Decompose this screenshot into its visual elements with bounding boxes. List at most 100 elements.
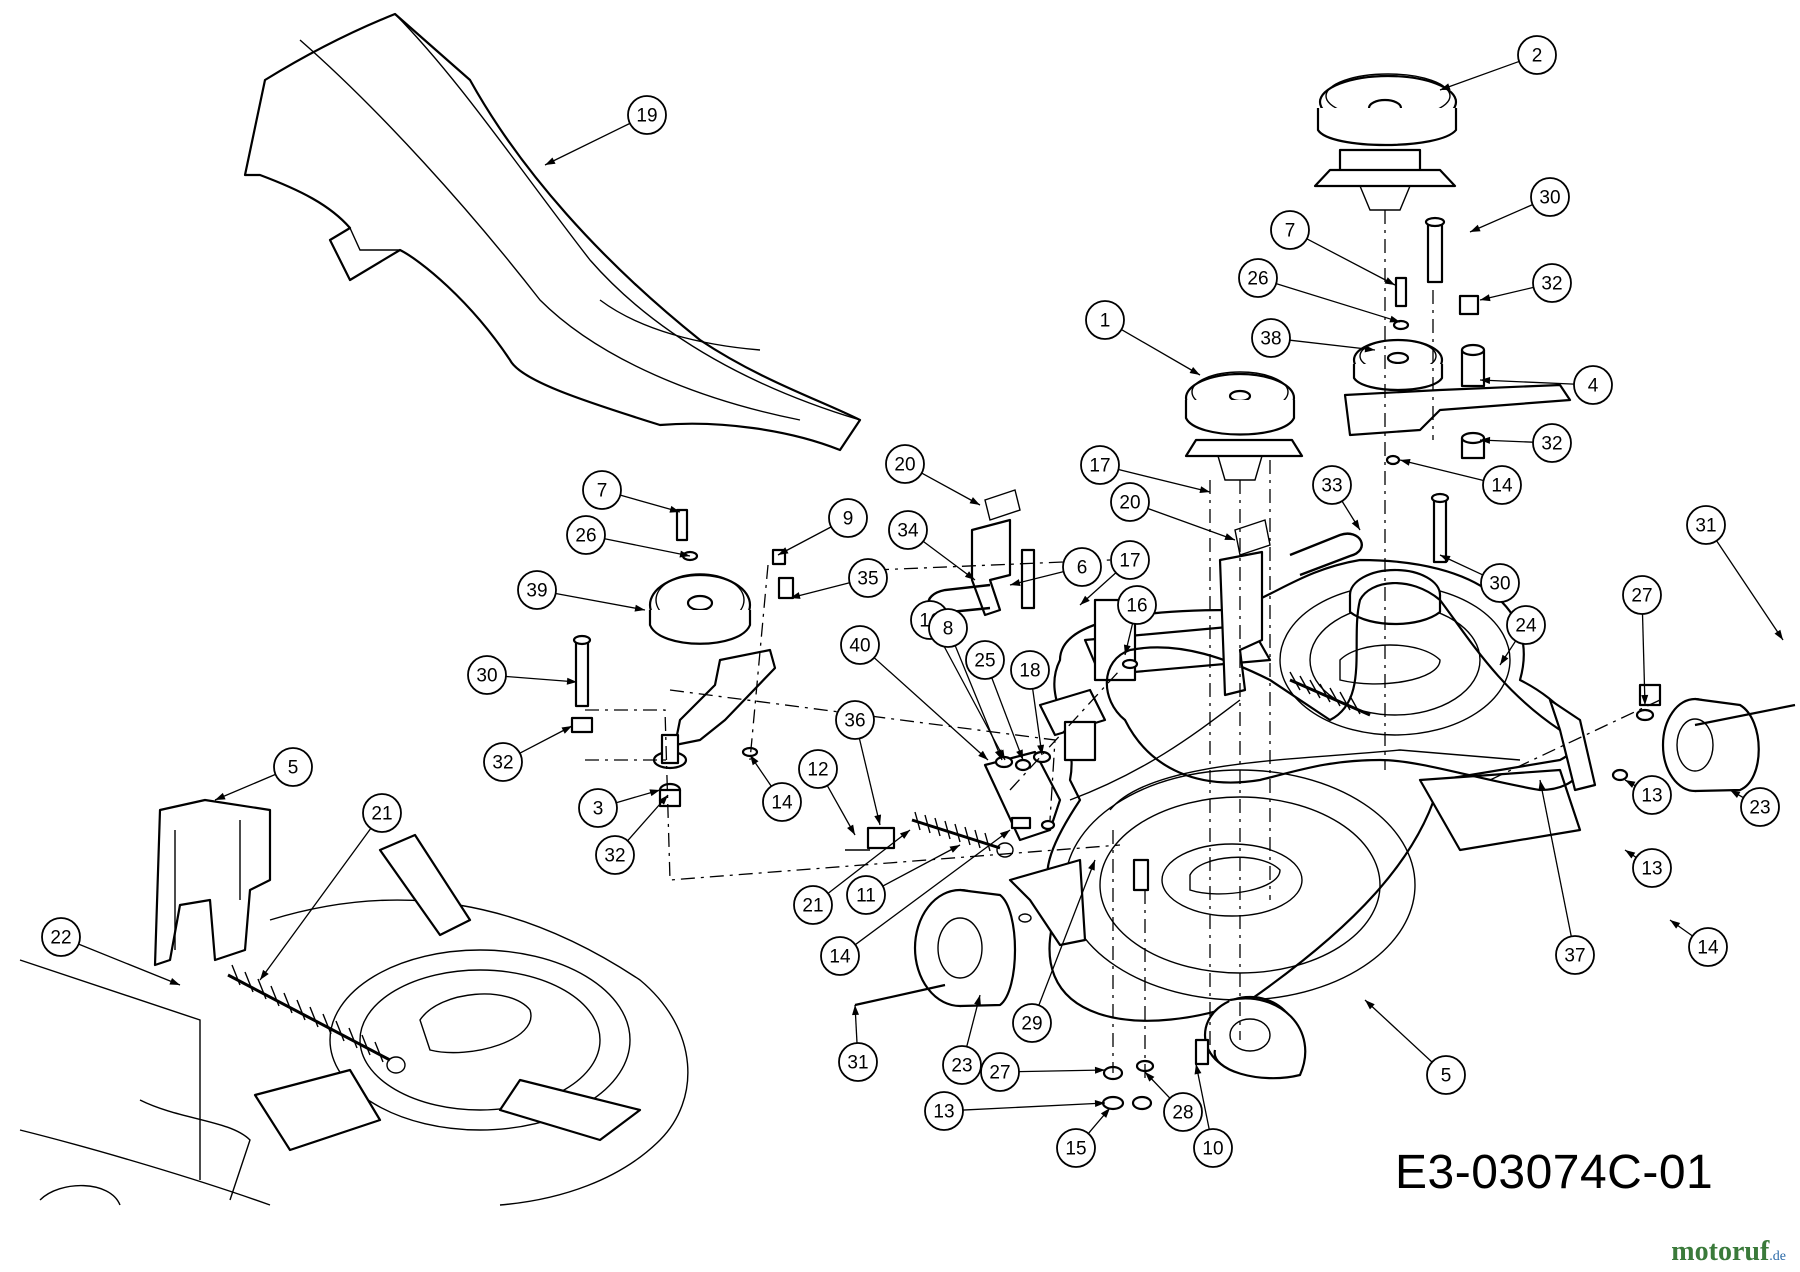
callout-circle <box>1110 482 1150 522</box>
callout-arrowhead <box>215 792 226 800</box>
callout-number: 27 <box>1631 586 1652 607</box>
callout-number: 21 <box>371 804 392 825</box>
callout-circle <box>762 782 802 822</box>
callout-arrowhead <box>1440 555 1451 563</box>
callout-arrowhead <box>658 795 668 805</box>
callout-6: 6 <box>1009 547 1102 587</box>
callout-arrowhead <box>1194 1064 1202 1075</box>
gauge-wheel-left <box>854 858 1087 1008</box>
callout-26: 26 <box>1238 258 1401 323</box>
callout-9: 9 <box>777 498 868 556</box>
callout-circle <box>1688 927 1728 967</box>
callout-23: 23 <box>942 994 982 1085</box>
callout-leader <box>882 844 961 887</box>
callout-circle <box>1117 585 1157 625</box>
callout-20: 20 <box>885 444 981 506</box>
callout-24: 24 <box>1499 605 1546 666</box>
callout-leader <box>1716 540 1784 641</box>
callout-circle <box>1632 848 1672 888</box>
callout-arrowhead <box>561 726 572 734</box>
callout-circle <box>828 498 868 538</box>
callout-22: 22 <box>41 917 181 986</box>
gauge-wheel-front <box>1194 995 1307 1080</box>
callout-14: 14 <box>749 754 802 822</box>
callout-13: 13 <box>1624 848 1672 888</box>
callout-arrowhead <box>1189 366 1200 375</box>
callout-leader <box>78 943 181 986</box>
callout-12: 12 <box>798 749 856 836</box>
callout-leader <box>1038 859 1096 1006</box>
callout-circle <box>1532 263 1572 303</box>
callout-number: 28 <box>1172 1103 1193 1124</box>
callout-circle <box>1080 445 1120 485</box>
callout-circle <box>1622 575 1662 615</box>
callout-arrowhead <box>1010 579 1021 586</box>
callout-23: 23 <box>1729 787 1780 827</box>
u-bolt-33 <box>1289 532 1363 577</box>
callout-circle <box>928 608 968 648</box>
callout-number: 18 <box>1019 661 1040 682</box>
callout-number: 5 <box>288 758 299 779</box>
callout-arrowhead <box>634 604 645 612</box>
callout-arrowhead <box>1389 315 1400 323</box>
callout-circle <box>980 1052 1020 1092</box>
callout-number: 13 <box>1641 786 1662 807</box>
callout-arrowhead <box>999 830 1010 839</box>
callout-circle <box>848 558 888 598</box>
mower-deck <box>1046 558 1582 1022</box>
callout-number: 3 <box>593 799 604 820</box>
callout-32: 32 <box>595 794 669 875</box>
callout-arrowhead <box>1088 860 1095 871</box>
callout-31: 31 <box>1686 505 1784 641</box>
callout-14: 14 <box>1399 458 1522 505</box>
brand-logo[interactable]: motoruf.de <box>1671 1236 1786 1268</box>
callout-circle <box>1632 775 1672 815</box>
callout-13: 13 <box>1624 775 1672 815</box>
callout-circle <box>627 95 667 135</box>
callout-arrowhead <box>669 505 680 513</box>
callout-29: 29 <box>1012 859 1096 1043</box>
callout-2: 2 <box>1439 35 1557 91</box>
callout-circle <box>1010 650 1050 690</box>
brand-name: motoruf <box>1671 1236 1770 1267</box>
callout-7: 7 <box>1270 210 1396 286</box>
callout-circle <box>1110 540 1150 580</box>
callout-number: 17 <box>1089 456 1110 477</box>
callout-leader <box>962 1102 1106 1111</box>
callout-27: 27 <box>980 1052 1106 1092</box>
callout-number: 25 <box>974 651 995 672</box>
callout-5: 5 <box>214 747 313 801</box>
callout-number: 13 <box>933 1102 954 1123</box>
callout-number: 35 <box>857 569 878 590</box>
callout-circle <box>1686 505 1726 545</box>
callout-arrowhead <box>1123 644 1131 655</box>
callout-7: 7 <box>582 470 681 513</box>
callout-40: 40 <box>840 625 989 761</box>
callout-leader <box>627 794 669 842</box>
callout-number: 38 <box>1260 329 1281 350</box>
callout-number: 30 <box>1489 574 1510 595</box>
callout-circle <box>1517 35 1557 75</box>
callout-arrowhead <box>1470 224 1481 232</box>
callout-32: 32 <box>1479 423 1572 463</box>
callout-number: 21 <box>802 896 823 917</box>
callout-leader <box>991 677 1024 761</box>
callout-number: 11 <box>856 886 876 907</box>
callout-arrowhead <box>1538 780 1546 791</box>
callout-circle <box>1062 547 1102 587</box>
callout-leader <box>604 538 691 557</box>
callout-leader <box>1289 339 1376 351</box>
callout-circle <box>467 655 507 695</box>
callout-number: 7 <box>597 481 608 502</box>
callout-arrowhead <box>778 547 789 555</box>
callout-number: 39 <box>526 581 547 602</box>
callout-circle <box>1085 300 1125 340</box>
callout-number: 6 <box>1077 558 1088 579</box>
callout-leader <box>1147 507 1236 541</box>
tension-spring-deck <box>1289 671 1371 717</box>
callout-25: 25 <box>965 640 1024 761</box>
callout-number: 30 <box>1539 188 1560 209</box>
gauge-wheel-right <box>1548 683 1796 793</box>
callout-circle <box>273 747 313 787</box>
